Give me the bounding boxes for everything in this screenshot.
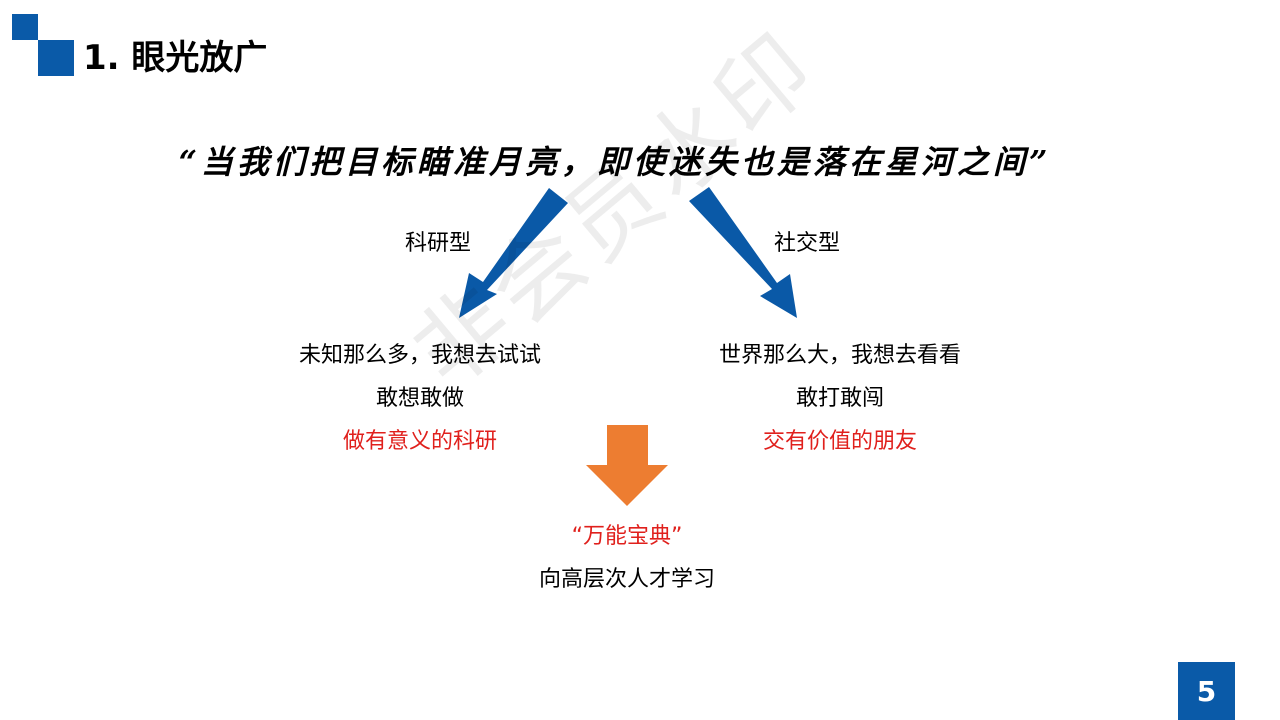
left-branch-line3: 做有意义的科研 — [342, 429, 497, 454]
title-decoration-small-square — [12, 14, 38, 40]
result-line1: “万能宝典” — [571, 524, 683, 549]
right-branch-label: 社交型 — [774, 231, 841, 256]
right-branch-line2: 敢打敢闯 — [795, 386, 884, 411]
arrow-down-left-icon — [459, 188, 568, 318]
arrow-down-right-icon — [689, 187, 797, 318]
left-branch-label: 科研型 — [405, 231, 472, 256]
right-branch-line1: 世界那么大，我想去看看 — [718, 343, 961, 368]
result-line2: 向高层次人才学习 — [538, 567, 715, 592]
title-decoration-large-square — [38, 40, 74, 76]
right-branch-line3: 交有价值的朋友 — [762, 429, 917, 454]
left-branch-line1: 未知那么多，我想去试试 — [298, 343, 541, 368]
arrow-down-icon — [586, 425, 668, 506]
quote-text: “当我们把目标瞄准月亮，即使迷失也是落在星河之间” — [178, 143, 1052, 181]
slide-title: 1. 眼光放广 — [83, 38, 268, 78]
page-number: 5 — [1196, 674, 1217, 708]
page-number-badge: 5 — [1178, 662, 1235, 720]
left-branch-line2: 敢想敢做 — [375, 386, 464, 411]
